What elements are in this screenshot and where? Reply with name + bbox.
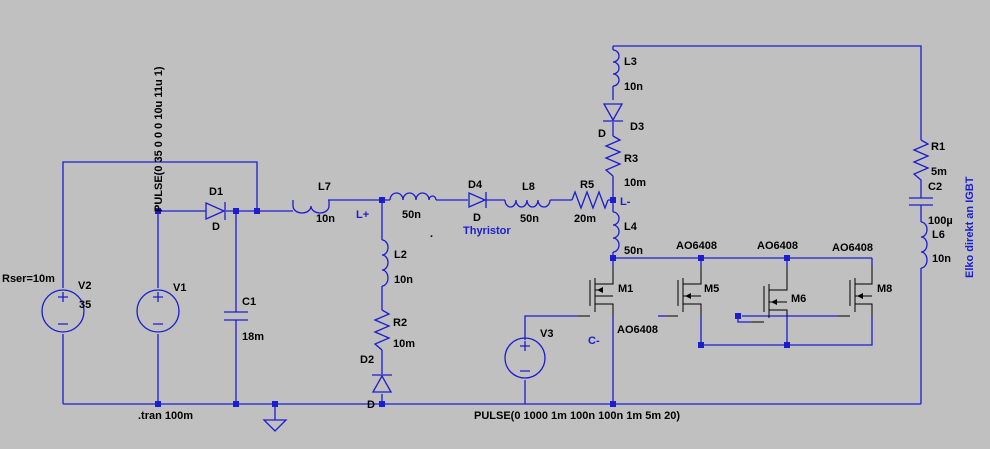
m8-model: AO6408 [832, 242, 873, 254]
d4-model: D [473, 212, 481, 224]
l2-name: L2 [394, 249, 407, 261]
m5-name: M5 [704, 283, 719, 295]
inductor-l2 [381, 239, 389, 287]
m8-name: M8 [877, 283, 892, 295]
c2-name: C2 [928, 181, 942, 193]
m1-name: M1 [618, 283, 633, 295]
l4-name: L4 [624, 221, 638, 233]
l4-value: 50n [624, 245, 643, 257]
m1-model: AO6408 [617, 324, 658, 336]
v2-name: V2 [78, 280, 91, 292]
pulse-v3-label: PULSE(0 1000 1m 100n 100n 1m 5m 20) [474, 410, 680, 422]
l7-name: L7 [318, 181, 331, 193]
mosfet-m5 [666, 266, 702, 317]
v1-name: V1 [173, 282, 186, 294]
r1-name: R1 [931, 141, 945, 153]
ground-symbol [262, 404, 288, 432]
r5-value: 20m [574, 213, 596, 225]
dot-mark: . [430, 228, 433, 240]
mosfet-m1 [578, 266, 614, 317]
r5-name: R5 [580, 179, 594, 191]
inductor-l6 [920, 221, 928, 269]
d1-name: D1 [209, 186, 223, 198]
l7-value: 10n [316, 213, 335, 225]
d3-model: D [598, 128, 606, 140]
d3-name: D3 [630, 121, 644, 133]
l6-name: L6 [932, 229, 945, 241]
d2-model: D [367, 399, 375, 411]
l8-value: 50n [520, 213, 539, 225]
inductor-lx [389, 192, 437, 201]
l2-value: 10n [394, 274, 413, 286]
rser-label: Rser=10m [2, 273, 55, 285]
node-lplus: L+ [356, 209, 369, 221]
cap-note-label: Elko direkt an IGBT [964, 176, 976, 278]
pulse-v1-label: PULSE(0 35 0 0 0 10u 11u 1) [153, 66, 165, 212]
mosfet-m8 [838, 266, 873, 317]
m6-name: M6 [791, 293, 806, 305]
node-cminus: C- [588, 335, 600, 347]
v3-name: V3 [540, 328, 553, 340]
d2-name: D2 [360, 354, 374, 366]
diode-d3 [602, 103, 624, 122]
inductor-l8 [504, 199, 551, 208]
l8-name: L8 [522, 181, 535, 193]
m6-model: AO6408 [757, 240, 798, 252]
c2-value: 100µ [928, 215, 953, 227]
l3-name: L3 [624, 56, 637, 68]
d1-model: D [212, 221, 220, 233]
m5-model: AO6408 [676, 240, 717, 252]
mosfet-m6 [752, 266, 788, 323]
v2-value: 35 [79, 299, 91, 311]
d4-note: Thyristor [463, 225, 511, 237]
l3-value: 10n [624, 81, 643, 93]
resistor-r2 [373, 309, 391, 351]
r1-value: 5m [931, 166, 947, 178]
c1-name: C1 [242, 296, 256, 308]
c1-value: 18m [242, 331, 264, 343]
r2-value: 10m [393, 338, 415, 350]
voltage-source-v3 [504, 337, 546, 379]
inductor-l3 [612, 49, 620, 87]
capacitor-c2 [909, 197, 933, 206]
voltage-source-v2 [41, 289, 85, 333]
voltage-source-v1 [136, 289, 180, 333]
r3-name: R3 [624, 153, 638, 165]
node-lminus: L- [620, 196, 631, 208]
lx-value: 50n [402, 209, 421, 221]
capacitor-c1 [224, 311, 248, 321]
d4-name: D4 [468, 179, 483, 191]
r3-value: 10m [624, 177, 646, 189]
l6-value: 10n [932, 253, 951, 265]
tran-directive: .tran 100m [138, 410, 193, 422]
resistor-r5 [571, 190, 609, 210]
diode-d4 [468, 192, 487, 208]
resistor-r3 [604, 135, 622, 177]
r2-name: R2 [393, 317, 407, 329]
resistor-r1 [912, 139, 930, 186]
diode-d2 [371, 374, 393, 393]
inductor-l7 [292, 200, 330, 214]
diode-d1 [205, 201, 226, 221]
inductor-l4 [612, 211, 620, 253]
